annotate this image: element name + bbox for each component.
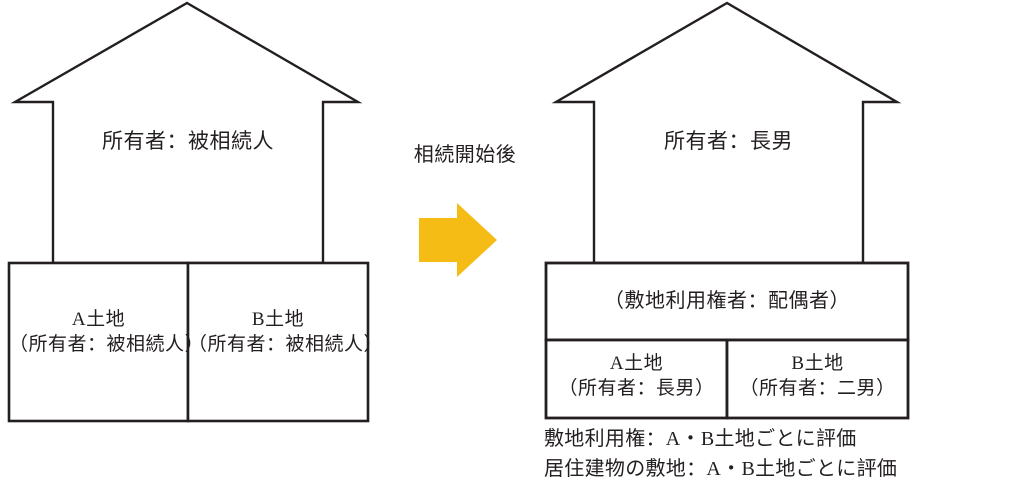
before-parcel-b-label: B土地 （所有者：被相続人）	[188, 307, 384, 357]
after-house-owner-label: 所有者：長男	[664, 129, 793, 153]
before-parcel-a-label: A土地 （所有者：被相続人）	[9, 307, 205, 357]
before-land-parcels	[7, 261, 370, 423]
right-arrow-shape	[419, 203, 497, 277]
after-parcel-a-name: A土地	[609, 353, 664, 374]
evaluation-note-residential-building-site: 居住建物の敷地：A・B土地ごとに評価	[544, 458, 898, 480]
before-parcel-b-box	[186, 261, 370, 423]
before-parcel-a-name: A土地	[71, 309, 126, 330]
evaluation-note-site-use-right: 敷地利用権：A・B土地ごとに評価	[544, 428, 857, 450]
after-parcel-a-label: A土地 （所有者：長男）	[546, 351, 727, 401]
after-site-use-right-box	[544, 261, 910, 342]
before-parcel-b-owner: （所有者：被相続人）	[188, 334, 384, 356]
transition-caption: 相続開始後	[413, 144, 517, 166]
before-house-outline	[10, 1, 363, 265]
after-parcel-a-owner: （所有者：長男）	[558, 378, 715, 400]
after-house-shape	[551, 1, 902, 265]
right-arrow-icon	[419, 203, 497, 277]
after-site-use-right-label: （敷地利用権者：配偶者）	[604, 290, 850, 312]
before-parcel-a-owner: （所有者：被相続人）	[9, 334, 205, 356]
after-parcel-b-name: B土地	[791, 353, 844, 374]
after-land-parcels	[544, 261, 910, 420]
after-parcel-b-box	[725, 338, 910, 420]
after-house-outline	[551, 1, 902, 265]
after-parcel-b-label: B土地 （所有者：二男）	[727, 351, 908, 401]
after-parcel-b-owner: （所有者：二男）	[739, 378, 896, 400]
evaluation-notes: 敷地利用権：A・B土地ごとに評価 居住建物の敷地：A・B土地ごとに評価	[544, 424, 1014, 484]
before-parcel-b-name: B土地	[251, 309, 305, 330]
before-house-shape	[10, 1, 363, 265]
before-house-owner-label: 所有者：被相続人	[102, 129, 274, 153]
before-parcel-a-box	[7, 261, 190, 423]
